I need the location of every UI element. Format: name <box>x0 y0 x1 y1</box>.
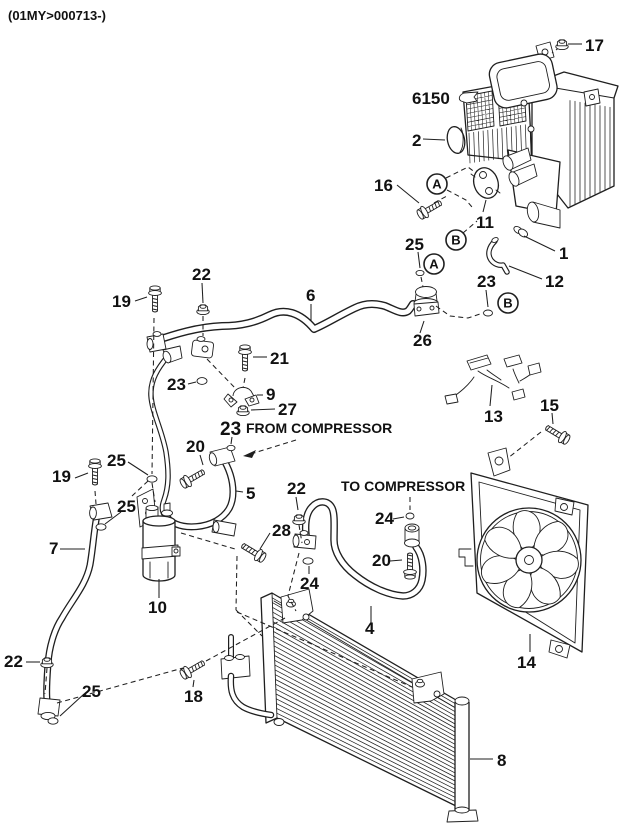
drain-pipe-12 <box>489 237 507 272</box>
discharge-hose-5 <box>168 457 233 527</box>
callout-labels: (01MY>000713-) 17 6150 2 16 11 1 12 25 2… <box>4 8 604 770</box>
wire-harness-13 <box>444 354 542 405</box>
oring-25-bottom <box>47 717 59 725</box>
bolt-16 <box>414 196 445 222</box>
fitting-bolt-1 <box>513 225 528 238</box>
condenser <box>220 588 479 823</box>
callout-20-left: 20 <box>186 437 205 456</box>
view-a-lower: A <box>429 257 439 272</box>
bolt-19-top <box>148 285 162 313</box>
alignment-dashes <box>44 46 561 704</box>
callout-18: 18 <box>184 687 203 706</box>
assembly-ref-icon <box>458 91 479 104</box>
nut-27 <box>236 405 250 417</box>
nut-17 <box>555 39 569 51</box>
pipe-flange-11 <box>470 167 501 199</box>
callout-19-top: 19 <box>112 292 131 311</box>
callout-1: 1 <box>559 244 568 263</box>
grommet-disc-2 <box>446 126 466 154</box>
leader-lines <box>26 43 582 760</box>
cooling-fan-assembly <box>458 447 589 659</box>
from-compressor-note: FROM COMPRESSOR <box>246 420 392 436</box>
callout-25-bottom: 25 <box>82 682 101 701</box>
callout-17: 17 <box>585 36 604 55</box>
callout-10: 10 <box>148 598 167 617</box>
nut-22-mid <box>292 514 306 526</box>
expansion-valve-26 <box>413 286 440 317</box>
pipe-junction-fittings <box>146 331 214 364</box>
callout-4: 4 <box>365 619 375 638</box>
callout-2: 2 <box>412 131 421 150</box>
nut-22-top <box>196 304 210 316</box>
callout-5: 5 <box>246 484 255 503</box>
callout-24-right: 24 <box>375 509 394 528</box>
callout-6: 6 <box>306 286 315 305</box>
pipe7-fittings <box>37 502 113 721</box>
oring-23-valve <box>483 309 493 317</box>
to-compressor-note: TO COMPRESSOR <box>341 478 465 494</box>
callout-22-top: 22 <box>192 265 211 284</box>
callout-8: 8 <box>497 751 506 770</box>
evaporator-unit <box>462 41 619 229</box>
bolt-18 <box>177 656 208 682</box>
callout-20-right: 20 <box>372 551 391 570</box>
bolt-21 <box>238 344 252 372</box>
callout-22-mid: 22 <box>287 479 306 498</box>
suction-hose-4 <box>306 502 423 596</box>
bolt-20-left <box>177 465 208 491</box>
arrowhead <box>243 450 256 458</box>
view-b-upper: B <box>451 233 460 248</box>
bolt-19-left <box>88 458 102 486</box>
oring-25-mid <box>95 523 107 531</box>
callout-14: 14 <box>517 653 536 672</box>
callout-13: 13 <box>484 407 503 426</box>
hose5-fittings <box>208 446 237 537</box>
oring-25-top <box>146 475 158 483</box>
view-circles: A B A B <box>423 173 519 314</box>
evaporator-lower-pipe <box>526 201 561 229</box>
callout-19-left: 19 <box>52 467 71 486</box>
callout-27: 27 <box>278 400 297 419</box>
bolt-20-right <box>403 552 417 580</box>
callout-15: 15 <box>540 396 559 415</box>
callout-25-top: 25 <box>107 451 126 470</box>
callout-23-valve: 23 <box>477 272 496 291</box>
condenser-bracket-upper <box>280 588 314 624</box>
callout-11: 11 <box>476 213 494 232</box>
callout-21: 21 <box>270 349 289 368</box>
oring-23-from <box>226 444 236 452</box>
condenser-inlet-fitting <box>220 637 271 715</box>
view-b-lower: B <box>503 296 512 311</box>
callout-7: 7 <box>49 539 58 558</box>
hose4-fittings <box>292 523 420 550</box>
callout-28: 28 <box>272 521 291 540</box>
callout-25-mid: 25 <box>117 497 136 516</box>
callout-16: 16 <box>374 176 393 195</box>
oring-24-right <box>405 512 415 520</box>
cooler-pipe-6 <box>155 304 413 341</box>
callout-24-left: 24 <box>300 574 319 593</box>
callout-23-junction: 23 <box>167 375 186 394</box>
oring-24-left <box>302 557 314 565</box>
oring-25-valve <box>415 269 425 277</box>
pipe-clamp-9 <box>223 386 260 408</box>
fasteners <box>40 39 573 725</box>
receiver-drier <box>136 488 181 582</box>
evaporator-pipe-stubs <box>502 147 538 187</box>
callout-12: 12 <box>545 272 564 291</box>
view-a-upper: A <box>432 177 442 192</box>
bolt-15 <box>542 421 573 447</box>
nut-22-bottom <box>40 657 54 669</box>
oring-23-junction <box>196 377 208 385</box>
callout-26: 26 <box>413 331 432 350</box>
callout-9: 9 <box>266 385 275 404</box>
condenser-bracket-right <box>411 671 445 704</box>
callout-22-bottom: 22 <box>4 652 23 671</box>
callout-25-valve: 25 <box>405 235 424 254</box>
model-note: (01MY>000713-) <box>8 8 106 23</box>
callout-23-from: 23 <box>220 419 241 440</box>
assembly-ref-6150: 6150 <box>412 89 450 108</box>
